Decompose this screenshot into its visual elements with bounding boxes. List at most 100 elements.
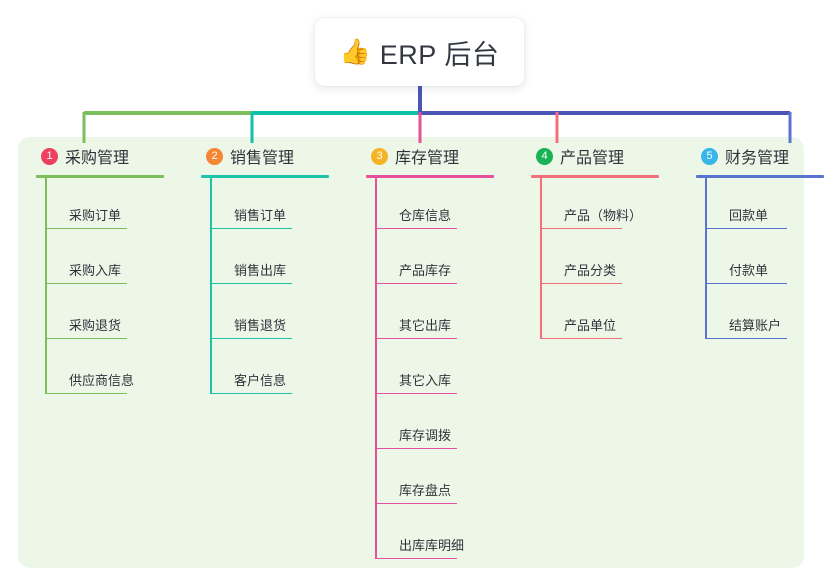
- branch-item-label: 产品（物料）: [564, 208, 643, 223]
- branch-item-underline: [705, 337, 787, 339]
- branch-item-label: 其它出库: [399, 318, 452, 333]
- branch-title: 产品管理: [560, 150, 625, 167]
- branch-item[interactable]: 采购退货: [36, 288, 201, 343]
- branch-title: 财务管理: [725, 150, 790, 167]
- branch-item-label: 其它入库: [399, 373, 452, 388]
- branch-number-badge: 2: [206, 147, 223, 165]
- branch-underline: [201, 175, 329, 178]
- branch-item[interactable]: 销售订单: [201, 178, 366, 233]
- branch-item-underline: [540, 227, 622, 229]
- branch-item-underline: [210, 282, 292, 284]
- branch-item[interactable]: 产品单位: [531, 288, 696, 343]
- thumbs-up-icon: 👍: [339, 37, 371, 66]
- branch-item-label: 产品单位: [564, 318, 617, 333]
- branch-item[interactable]: 其它出库: [366, 288, 531, 343]
- branch-item[interactable]: 采购订单: [36, 178, 201, 233]
- branch-item-underline: [375, 337, 457, 339]
- branch-item[interactable]: 仓库信息: [366, 178, 531, 233]
- branch-header[interactable]: 4 产品管理: [531, 137, 696, 178]
- branch-item[interactable]: 产品分类: [531, 233, 696, 288]
- root-node[interactable]: 👍 ERP 后台: [315, 18, 524, 86]
- branch-item-label: 供应商信息: [69, 373, 135, 388]
- branch-item-list: 销售订单销售出库销售退货客户信息: [201, 178, 366, 398]
- branch-title: 库存管理: [395, 150, 460, 167]
- branch-underline: [366, 175, 494, 178]
- branch-underline: [36, 175, 164, 178]
- branch-spine: [45, 178, 47, 394]
- branch-item-underline: [375, 502, 457, 504]
- branch-item[interactable]: 结算账户: [696, 288, 839, 343]
- branch-item-label: 付款单: [729, 263, 769, 278]
- branch-item-label: 库存盘点: [399, 483, 452, 498]
- branch-spine: [375, 178, 377, 559]
- branch-item-label: 库存调拨: [399, 428, 452, 443]
- branch-number-badge: 5: [701, 147, 718, 165]
- branch-item-label: 采购退货: [69, 318, 122, 333]
- branch-item-list: 仓库信息产品库存其它出库其它入库库存调拨库存盘点出库库明细: [366, 178, 531, 563]
- branch-item[interactable]: 采购入库: [36, 233, 201, 288]
- branch-item[interactable]: 其它入库: [366, 343, 531, 398]
- branch-item-label: 客户信息: [234, 373, 287, 388]
- branch-item-list: 回款单付款单结算账户: [696, 178, 839, 343]
- branch-item-underline: [705, 282, 787, 284]
- branch-item-underline: [540, 282, 622, 284]
- branch-item-underline: [45, 337, 127, 339]
- branch-item-underline: [45, 392, 127, 394]
- branch-item-underline: [375, 227, 457, 229]
- branch-item[interactable]: 客户信息: [201, 343, 366, 398]
- branch-item-underline: [210, 392, 292, 394]
- branch-title: 采购管理: [65, 150, 130, 167]
- branch-item[interactable]: 产品库存: [366, 233, 531, 288]
- branch-item[interactable]: 库存盘点: [366, 453, 531, 508]
- branch-item-underline: [705, 227, 787, 229]
- branch-item-underline: [210, 227, 292, 229]
- branch-item-label: 回款单: [729, 208, 769, 223]
- branch-item-underline: [375, 447, 457, 449]
- branch-item-label: 销售订单: [234, 208, 287, 223]
- branch-item[interactable]: 回款单: [696, 178, 839, 233]
- branch-column: 1 采购管理采购订单采购入库采购退货供应商信息: [36, 137, 201, 398]
- branch-item[interactable]: 供应商信息: [36, 343, 201, 398]
- branch-item[interactable]: 付款单: [696, 233, 839, 288]
- branch-item-label: 采购订单: [69, 208, 122, 223]
- branch-header[interactable]: 1 采购管理: [36, 137, 201, 178]
- branch-item[interactable]: 销售出库: [201, 233, 366, 288]
- branch-item-underline: [375, 392, 457, 394]
- branch-item-underline: [375, 557, 457, 559]
- root-node-label: ERP 后台: [379, 39, 500, 70]
- branch-header[interactable]: 5 财务管理: [696, 137, 839, 178]
- branch-underline: [531, 175, 659, 178]
- branch-item-underline: [540, 337, 622, 339]
- branch-number-badge: 4: [536, 147, 553, 165]
- branch-item-label: 仓库信息: [399, 208, 452, 223]
- branch-item-list: 采购订单采购入库采购退货供应商信息: [36, 178, 201, 398]
- branch-item[interactable]: 出库库明细: [366, 508, 531, 563]
- branch-column: 3 库存管理仓库信息产品库存其它出库其它入库库存调拨库存盘点出库库明细: [366, 137, 531, 563]
- branch-item-underline: [45, 227, 127, 229]
- branch-header[interactable]: 3 库存管理: [366, 137, 531, 178]
- branch-number-badge: 3: [371, 147, 388, 165]
- branch-item[interactable]: 销售退货: [201, 288, 366, 343]
- branch-item[interactable]: 产品（物料）: [531, 178, 696, 233]
- branch-item-label: 采购入库: [69, 263, 122, 278]
- branch-item-label: 结算账户: [729, 318, 782, 333]
- branch-number-badge: 1: [41, 147, 58, 165]
- diagram-panel: [18, 137, 804, 568]
- branch-item-list: 产品（物料） 产品分类产品单位: [531, 178, 696, 343]
- branch-item-label: 销售退货: [234, 318, 287, 333]
- branch-item-underline: [375, 282, 457, 284]
- branch-item[interactable]: 库存调拨: [366, 398, 531, 453]
- branch-column: 4 产品管理产品（物料） 产品分类产品单位: [531, 137, 696, 343]
- branch-item-underline: [210, 337, 292, 339]
- branch-item-underline: [45, 282, 127, 284]
- branch-item-label: 出库库明细: [399, 538, 465, 553]
- branch-item-label: 产品库存: [399, 263, 452, 278]
- branch-spine: [705, 178, 707, 339]
- branch-column: 5 财务管理回款单付款单结算账户: [696, 137, 839, 343]
- branch-underline: [696, 175, 824, 178]
- branch-spine: [540, 178, 542, 339]
